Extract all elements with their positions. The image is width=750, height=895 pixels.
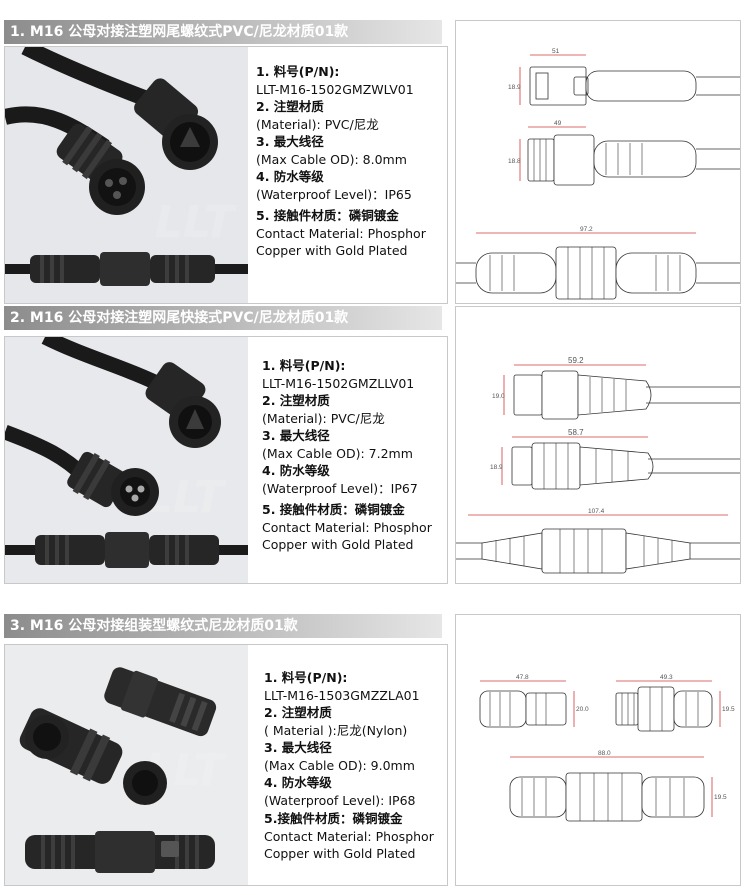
- spec-panel: 1. 料号(P/N): LLT-M16-1503GMZZLA01 2. 注塑材质…: [248, 644, 448, 886]
- dimension-drawing: 59.2 19.0 58.7 18.9: [455, 306, 741, 584]
- dimension-drawing: 51 18.9 49 18.8: [455, 20, 741, 304]
- spec-panel: 1. 料号(P/N): LLT-M16-1502GMZWLV01 2. 注塑材质…: [248, 46, 448, 304]
- waterproof-value: (Waterproof Level)：IP65: [256, 186, 412, 202]
- contact-material-value-1: Contact Material: Phosphor: [262, 519, 432, 535]
- spec-panel: 1. 料号(P/N): LLT-M16-1502GMZLLV01 2. 注塑材质…: [248, 336, 448, 584]
- product-photo: LLT: [4, 336, 249, 584]
- section-title: 2. M16 公母对接注塑网尾快接式PVC/尼龙材质01款: [4, 306, 442, 330]
- dim-b-height: 18.8: [508, 158, 521, 165]
- cable-od-label: 3. 最大线径: [264, 740, 332, 755]
- part-number-value: LLT-M16-1502GMZLLV01: [262, 375, 415, 391]
- dim-b-height: 18.9: [490, 464, 503, 471]
- section-title: 3. M16 公母对接组装型螺纹式尼龙材质01款: [4, 614, 442, 638]
- dim-a-length: 59.2: [568, 356, 584, 365]
- waterproof-value: (Waterproof Level): IP68: [264, 792, 416, 808]
- dim-a-height: 18.9: [508, 84, 521, 91]
- part-number-value: LLT-M16-1503GMZZLA01: [264, 687, 420, 703]
- waterproof-label: 4. 防水等级: [264, 775, 332, 790]
- product-photo: LLT: [4, 644, 249, 886]
- contact-material-value-2: Copper with Gold Plated: [256, 243, 408, 258]
- watermark-text: LLT: [145, 472, 227, 523]
- cable-od-label: 3. 最大线径: [262, 428, 330, 443]
- contact-material-label: 5. 接触件材质：磷铜镀金: [256, 208, 399, 223]
- material-label: 2. 注塑材质: [264, 705, 332, 720]
- section-title: 1. M16 公母对接注塑网尾螺纹式PVC/尼龙材质01款: [4, 20, 442, 44]
- contact-material-value-2: Copper with Gold Plated: [262, 537, 414, 552]
- material-label: 2. 注塑材质: [262, 393, 330, 408]
- cable-od-value: (Max Cable OD): 9.0mm: [264, 757, 415, 773]
- cable-od-value: (Max Cable OD): 8.0mm: [256, 151, 407, 167]
- contact-material-value-2: Copper with Gold Plated: [264, 846, 416, 861]
- dimension-drawing: 47.8 20.0 49.3 19.5: [455, 614, 741, 886]
- waterproof-value: (Waterproof Level)：IP67: [262, 480, 418, 496]
- dim-total-length: 107.4: [588, 508, 605, 515]
- waterproof-label: 4. 防水等级: [262, 463, 330, 478]
- material-value: ( Material ):尼龙(Nylon): [264, 722, 408, 738]
- dim-a-height: 19.0: [492, 393, 505, 400]
- dim-a-height: 20.0: [576, 706, 589, 713]
- contact-material-label: 5.接触件材质：磷铜镀金: [264, 811, 403, 826]
- material-value: (Material): PVC/尼龙: [262, 410, 385, 426]
- contact-material-label: 5. 接触件材质：磷铜镀金: [262, 502, 405, 517]
- dim-a-length: 51: [552, 48, 560, 55]
- material-label: 2. 注塑材质: [256, 99, 324, 114]
- dim-b-length: 49: [554, 120, 562, 127]
- dim-total-length: 88.0: [598, 750, 611, 757]
- cable-od-label: 3. 最大线径: [256, 134, 324, 149]
- dim-b-length: 49.3: [660, 674, 673, 681]
- product-photo: LLT: [4, 46, 249, 304]
- contact-material-value-1: Contact Material: Phosphor: [264, 828, 434, 844]
- part-number-value: LLT-M16-1502GMZWLV01: [256, 81, 414, 97]
- dim-b-length: 58.7: [568, 428, 584, 437]
- cable-od-value: (Max Cable OD): 7.2mm: [262, 445, 413, 461]
- material-value: (Material): PVC/尼龙: [256, 116, 379, 132]
- dim-b-height: 19.5: [722, 706, 735, 713]
- part-number-label: 1. 料号(P/N):: [264, 670, 348, 685]
- dim-total-height: 19.5: [714, 794, 727, 801]
- part-number-label: 1. 料号(P/N):: [256, 64, 340, 79]
- watermark-text: LLT: [155, 197, 237, 248]
- dim-total-length: 97.2: [580, 226, 593, 233]
- part-number-label: 1. 料号(P/N):: [262, 358, 346, 373]
- waterproof-label: 4. 防水等级: [256, 169, 324, 184]
- contact-material-value-1: Contact Material: Phosphor: [256, 225, 426, 241]
- dim-a-length: 47.8: [516, 674, 529, 681]
